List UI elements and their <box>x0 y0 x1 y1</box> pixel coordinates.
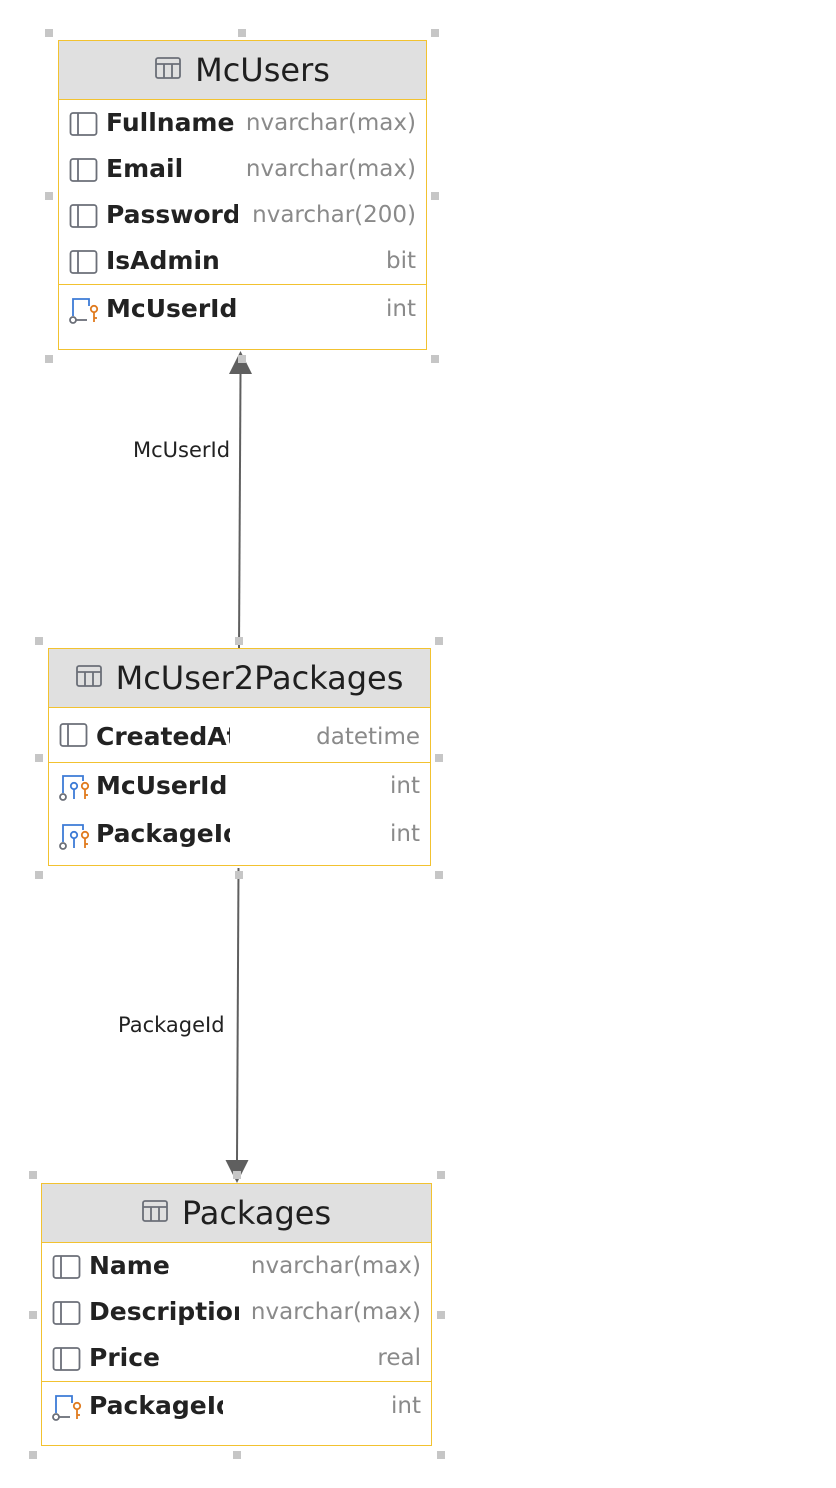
selection-handle[interactable] <box>29 1451 37 1459</box>
column-type: int <box>388 811 420 857</box>
table-header[interactable]: Packages <box>42 1184 431 1243</box>
column-name: Name <box>89 1251 170 1280</box>
column-name: CreatedAt <box>96 722 230 751</box>
column-icon <box>69 249 99 275</box>
selection-handle[interactable] <box>437 1171 445 1179</box>
key-row[interactable]: McUserId int <box>49 762 430 811</box>
relation-label-packageid: PackageId <box>118 1013 225 1037</box>
selection-handle[interactable] <box>235 871 243 879</box>
selection-handle[interactable] <box>45 355 53 363</box>
key-row[interactable]: McUserId int <box>59 284 426 335</box>
column-icon <box>59 722 89 748</box>
selection-handle[interactable] <box>29 1311 37 1319</box>
table-icon <box>155 57 181 83</box>
selection-handle[interactable] <box>431 29 439 37</box>
selection-handle[interactable] <box>35 637 43 645</box>
column-icon <box>52 1346 82 1372</box>
selection-handle[interactable] <box>233 1171 241 1179</box>
table-packages[interactable]: Packages Name nvarchar(max) Description … <box>41 1183 432 1446</box>
selection-handle[interactable] <box>29 1171 37 1179</box>
key-row[interactable]: PackageId int <box>49 811 430 857</box>
relation-mcuserid-line[interactable] <box>229 351 252 649</box>
selection-handle[interactable] <box>437 1311 445 1319</box>
selection-handle[interactable] <box>238 355 246 363</box>
column-type: int <box>388 763 420 809</box>
selection-handle[interactable] <box>431 192 439 200</box>
table-mcusers[interactable]: McUsers Fullname nvarchar(max) Email nva… <box>58 40 427 350</box>
column-name: McUserId <box>106 294 238 323</box>
column-row[interactable]: Description nvarchar(max) <box>42 1289 431 1335</box>
table-icon <box>141 1200 168 1226</box>
selection-handle[interactable] <box>35 871 43 879</box>
relation-label-mcuserid: McUserId <box>133 438 231 462</box>
column-row[interactable]: IsAdmin bit <box>59 238 426 284</box>
column-icon <box>52 1300 82 1326</box>
column-row[interactable]: Name nvarchar(max) <box>42 1243 431 1289</box>
selection-handle[interactable] <box>435 871 443 879</box>
column-row[interactable]: CreatedAt datetime <box>49 708 430 762</box>
foreign-key-icon <box>59 822 90 850</box>
column-type: int <box>384 285 416 333</box>
selection-handle[interactable] <box>437 1451 445 1459</box>
selection-handle[interactable] <box>435 754 443 762</box>
column-type: nvarchar(max) <box>248 1289 421 1335</box>
table-title: McUsers <box>195 51 330 89</box>
column-name: Description <box>89 1297 239 1326</box>
foreign-key-icon <box>59 773 90 801</box>
relation-packageid-line[interactable] <box>225 867 249 1183</box>
column-icon <box>69 203 99 229</box>
selection-handle[interactable] <box>435 637 443 645</box>
column-type: nvarchar(max) <box>248 1243 421 1289</box>
selection-handle[interactable] <box>431 355 439 363</box>
column-icon <box>69 157 99 183</box>
selection-handle[interactable] <box>233 1451 241 1459</box>
column-row[interactable]: Price real <box>42 1335 431 1381</box>
column-row[interactable]: Fullname nvarchar(max) <box>59 100 426 146</box>
column-icon <box>52 1254 82 1280</box>
column-name: IsAdmin <box>106 246 220 275</box>
column-name: Password <box>106 200 238 229</box>
table-title: McUser2Packages <box>115 659 404 697</box>
selection-handle[interactable] <box>238 29 246 37</box>
column-row[interactable]: Email nvarchar(max) <box>59 146 426 192</box>
column-name: PackageId <box>89 1391 223 1420</box>
column-name: Email <box>106 154 184 183</box>
selection-handle[interactable] <box>35 754 43 762</box>
table-title: Packages <box>181 1194 332 1232</box>
table-header[interactable]: McUsers <box>59 41 426 100</box>
column-name: PackageId <box>96 819 230 848</box>
selection-handle[interactable] <box>45 29 53 37</box>
column-type: bit <box>383 238 416 284</box>
primary-key-icon <box>69 296 99 324</box>
column-type: nvarchar(200) <box>250 192 416 238</box>
key-row[interactable]: PackageId int <box>42 1381 431 1432</box>
column-type: real <box>375 1335 421 1381</box>
primary-key-icon <box>52 1393 82 1421</box>
column-icon <box>69 111 99 137</box>
selection-handle[interactable] <box>45 192 53 200</box>
column-type: int <box>389 1382 421 1430</box>
table-header[interactable]: McUser2Packages <box>49 649 430 708</box>
table-mcuser2packages[interactable]: McUser2Packages CreatedAt datetime McUse… <box>48 648 431 866</box>
column-name: McUserId <box>96 771 228 800</box>
column-name: Fullname <box>106 108 235 137</box>
column-type: nvarchar(max) <box>243 100 416 146</box>
column-type: datetime <box>314 708 420 762</box>
column-name: Price <box>89 1343 160 1372</box>
selection-handle[interactable] <box>235 637 243 645</box>
column-type: nvarchar(max) <box>243 146 416 192</box>
column-row[interactable]: Password nvarchar(200) <box>59 192 426 238</box>
table-icon <box>75 665 102 691</box>
